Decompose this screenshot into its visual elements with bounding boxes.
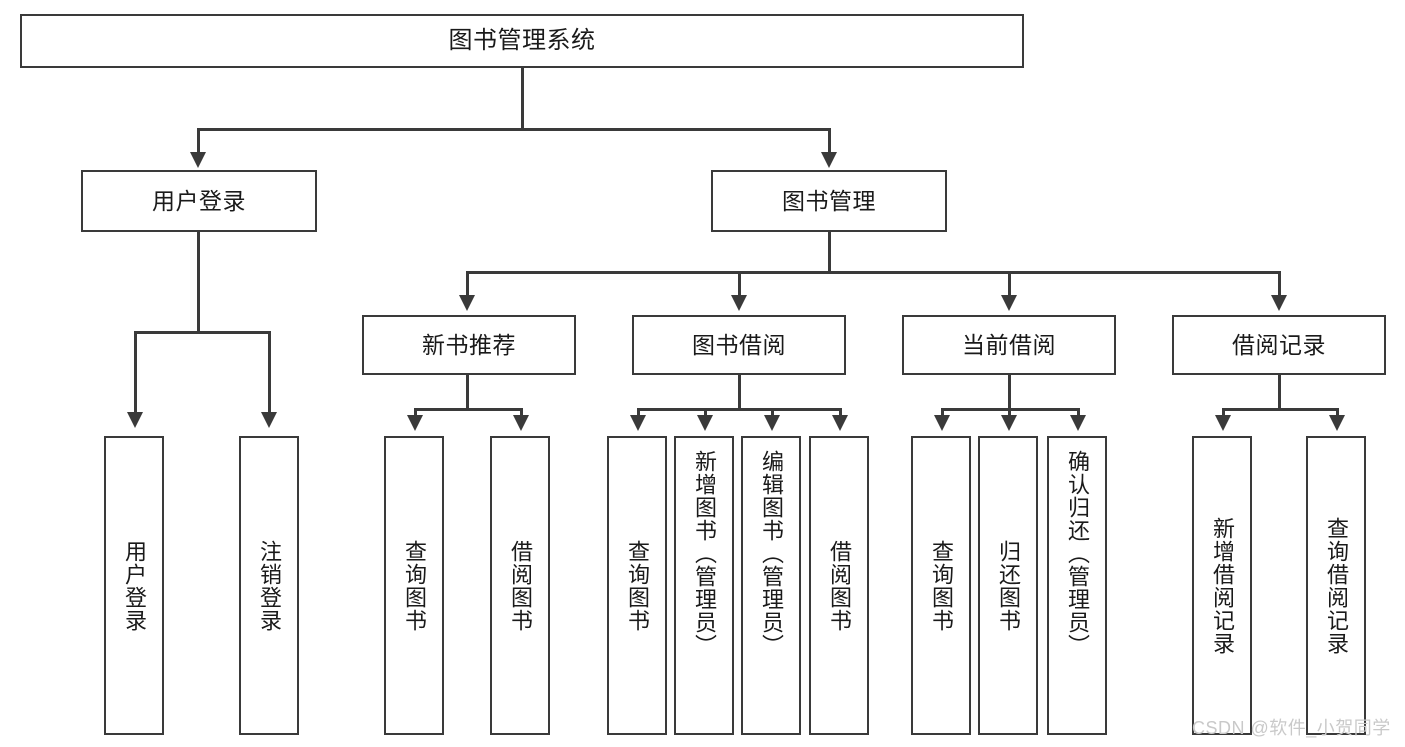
arrowhead-leaf-query-book-1 [407, 415, 423, 431]
connector-user-login-stem [197, 232, 200, 333]
arrowhead-leaf-user-logout [261, 412, 277, 428]
node-label: 用户登录 [122, 539, 147, 632]
arrowhead-leaf-return-book [1001, 415, 1017, 431]
node-label: 当前借阅 [962, 331, 1056, 358]
connector-root-to-user-login [197, 128, 200, 156]
leaf-edit-book-admin[interactable]: 编辑图书（管理员） [741, 436, 801, 735]
node-label: 图书借阅 [692, 331, 786, 358]
connector-to-current-borrow [1008, 271, 1011, 299]
node-label: 编辑图书（管理员） [759, 450, 784, 657]
arrowhead-leaf-add-book [697, 415, 713, 431]
node-book-management[interactable]: 图书管理 [711, 170, 947, 232]
arrowhead-book-borrow [731, 295, 747, 311]
node-label: 借阅记录 [1232, 331, 1326, 358]
leaf-query-book-borrow[interactable]: 查询图书 [607, 436, 667, 735]
connector-br-child-1 [1222, 408, 1225, 418]
connector-book-management-stem [828, 232, 831, 273]
node-borrow-record[interactable]: 借阅记录 [1172, 315, 1386, 375]
connector-root-to-book-management [828, 128, 831, 156]
node-label: 归还图书 [996, 539, 1021, 632]
connector-new-book-recommend-split-bar [414, 408, 520, 411]
arrowhead-leaf-confirm-return [1070, 415, 1086, 431]
connector-user-login-split-bar [134, 331, 268, 334]
arrowhead-current-borrow [1001, 295, 1017, 311]
node-label: 新增图书（管理员） [692, 450, 717, 657]
node-label: 查询图书 [929, 539, 954, 632]
leaf-query-book-current[interactable]: 查询图书 [911, 436, 971, 735]
connector-user-login-right [268, 331, 271, 415]
leaf-query-borrow-record[interactable]: 查询借阅记录 [1306, 436, 1366, 735]
node-current-borrow[interactable]: 当前借阅 [902, 315, 1116, 375]
node-new-book-recommend[interactable]: 新书推荐 [362, 315, 576, 375]
node-label: 查询图书 [625, 539, 650, 632]
node-label: 新书推荐 [422, 331, 516, 358]
leaf-user-login[interactable]: 用户登录 [104, 436, 164, 735]
connector-borrow-record-split-bar [1222, 408, 1336, 411]
node-label: 图书管理 [782, 187, 876, 214]
connector-to-borrow-record [1278, 271, 1281, 299]
node-label: 查询借阅记录 [1324, 516, 1349, 655]
arrowhead-leaf-query-book-3 [934, 415, 950, 431]
connector-to-book-borrow [738, 271, 741, 299]
node-label: 注销登录 [257, 539, 282, 632]
arrowhead-leaf-query-record [1329, 415, 1345, 431]
leaf-borrow-book-borrow[interactable]: 借阅图书 [809, 436, 869, 735]
leaf-query-book-recommend[interactable]: 查询图书 [384, 436, 444, 735]
connector-bb-child-1 [637, 408, 640, 418]
arrowhead-new-book-recommend [459, 295, 475, 311]
leaf-return-book[interactable]: 归还图书 [978, 436, 1038, 735]
node-label: 查询图书 [402, 539, 427, 632]
connector-nbr-child-1 [414, 408, 417, 418]
connector-root-split-bar [197, 128, 831, 131]
node-user-login[interactable]: 用户登录 [81, 170, 317, 232]
connector-new-book-recommend-stem [466, 375, 469, 410]
connector-to-new-book-recommend [466, 271, 469, 299]
node-label: 借阅图书 [508, 539, 533, 632]
connector-bb-child-2 [704, 408, 707, 418]
connector-user-login-left [134, 331, 137, 415]
connector-br-child-2 [1336, 408, 1339, 418]
node-label: 借阅图书 [827, 539, 852, 632]
arrowhead-borrow-record [1271, 295, 1287, 311]
connector-book-borrow-stem [738, 375, 741, 410]
connector-cb-child-2 [1008, 408, 1011, 418]
arrowhead-leaf-borrow-book-1 [513, 415, 529, 431]
connector-nbr-child-2 [520, 408, 523, 418]
arrowhead-leaf-edit-book [764, 415, 780, 431]
arrowhead-user-login [190, 152, 206, 168]
connector-book-management-split-bar [466, 271, 1280, 274]
node-label: 用户登录 [152, 187, 246, 214]
leaf-add-book-admin[interactable]: 新增图书（管理员） [674, 436, 734, 735]
leaf-borrow-book-recommend[interactable]: 借阅图书 [490, 436, 550, 735]
arrowhead-book-management [821, 152, 837, 168]
arrowhead-leaf-add-record [1215, 415, 1231, 431]
node-root-system[interactable]: 图书管理系统 [20, 14, 1024, 68]
arrowhead-leaf-query-book-2 [630, 415, 646, 431]
arrowhead-leaf-user-login [127, 412, 143, 428]
node-label: 确认归还（管理员） [1065, 450, 1090, 657]
connector-root-stem [521, 68, 524, 130]
connector-book-borrow-split-bar [637, 408, 840, 411]
connector-cb-child-3 [1077, 408, 1080, 418]
connector-bb-child-4 [839, 408, 842, 418]
node-book-borrow[interactable]: 图书借阅 [632, 315, 846, 375]
leaf-add-borrow-record[interactable]: 新增借阅记录 [1192, 436, 1252, 735]
connector-current-borrow-stem [1008, 375, 1011, 410]
connector-bb-child-3 [771, 408, 774, 418]
node-label: 图书管理系统 [448, 27, 596, 55]
connector-cb-child-1 [941, 408, 944, 418]
node-label: 新增借阅记录 [1210, 516, 1235, 655]
connector-borrow-record-stem [1278, 375, 1281, 410]
csdn-watermark: CSDN @软件_小贺同学 [1192, 718, 1391, 738]
leaf-user-logout[interactable]: 注销登录 [239, 436, 299, 735]
arrowhead-leaf-borrow-book-2 [832, 415, 848, 431]
leaf-confirm-return-admin[interactable]: 确认归还（管理员） [1047, 436, 1107, 735]
